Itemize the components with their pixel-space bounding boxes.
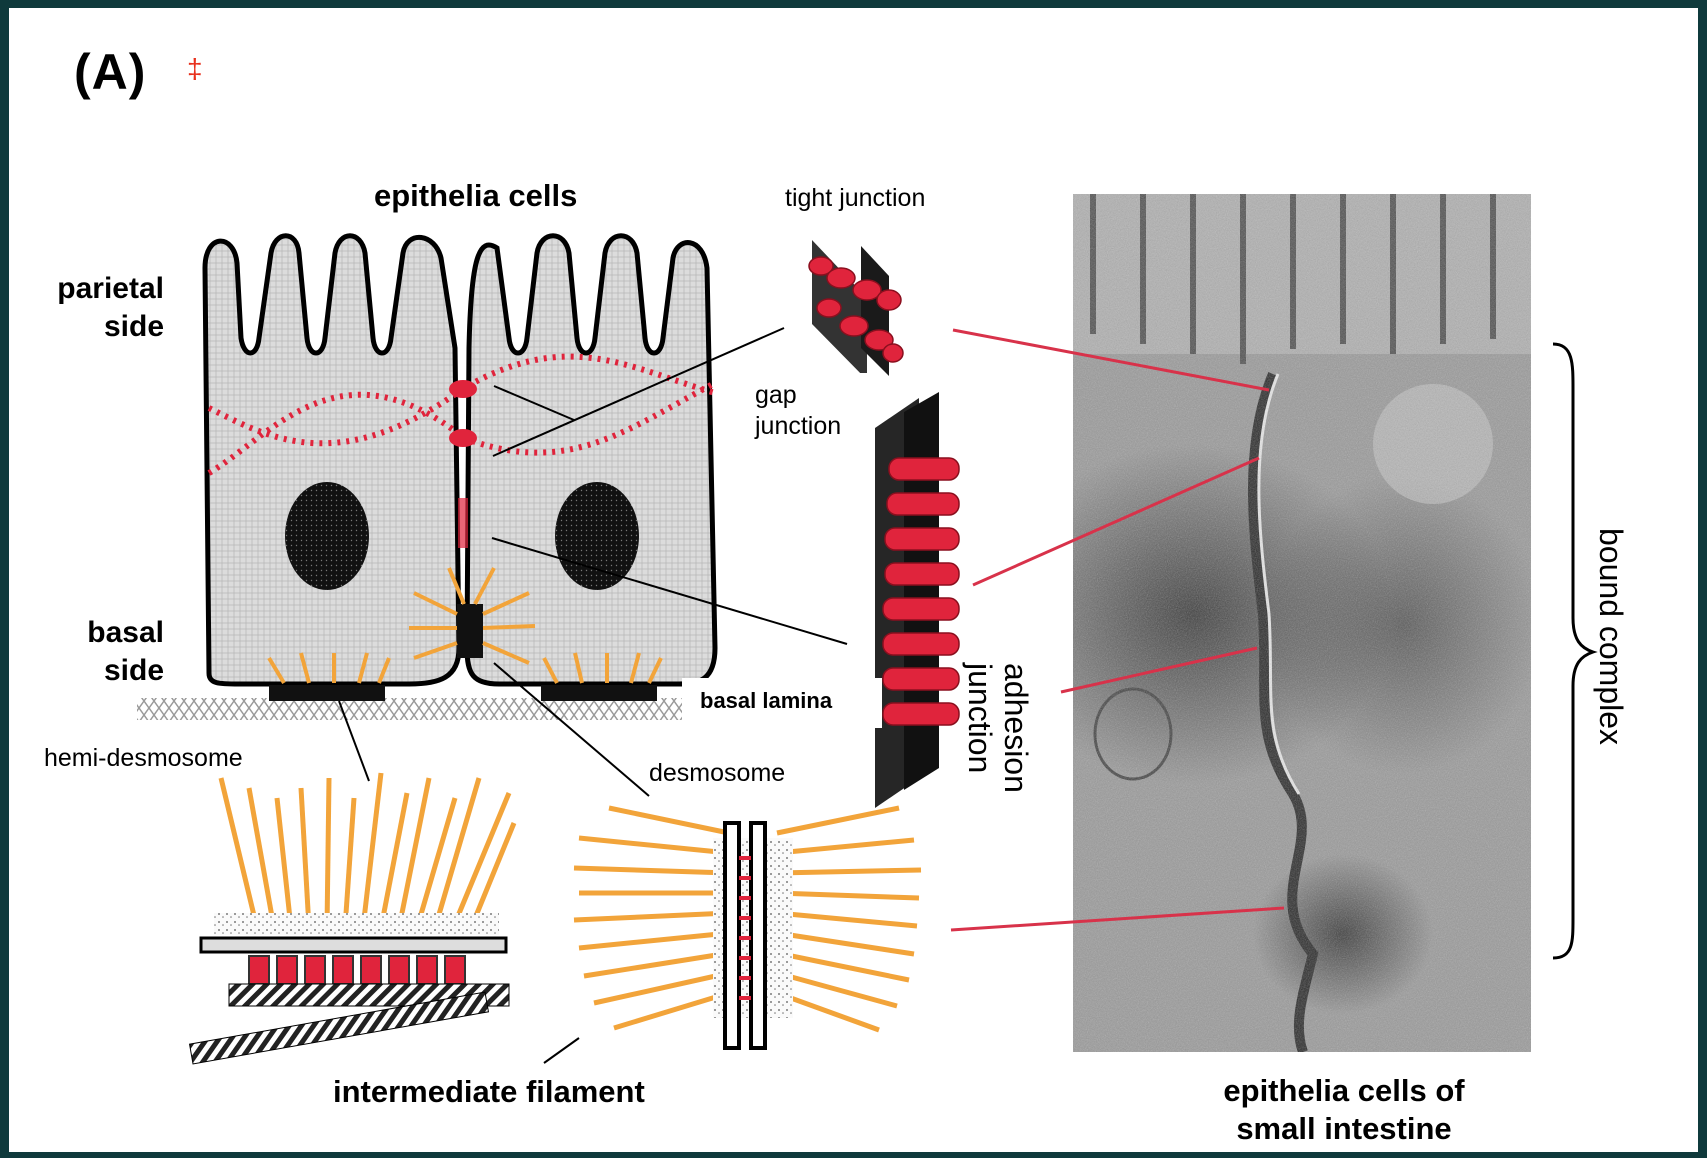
hemi-plate-left: [269, 685, 385, 701]
hemi-plate-right: [541, 685, 657, 701]
left-cell: [205, 236, 459, 684]
right-nucleus: [555, 482, 639, 590]
desmosome-plaque: [457, 604, 483, 658]
gap-junction-label: gap junction: [755, 380, 841, 442]
junction-diagram: [9, 8, 1698, 1152]
bound-complex-brace: [1553, 344, 1593, 958]
intermediate-filament-label: intermediate filament: [333, 1074, 645, 1110]
adhesion-junction-line2: junction: [962, 663, 998, 793]
hemi-desmosome-label: hemi-desmosome: [44, 744, 243, 773]
em-caption: epithelia cells of small intestine: [1149, 1072, 1539, 1148]
basal-lamina-band: [137, 698, 682, 720]
tight-junction-label: tight junction: [785, 184, 925, 213]
tight-junction-dot: [449, 380, 477, 398]
basal-side-line1: basal: [87, 614, 164, 652]
adhesion-junction-line1: adhesion: [998, 663, 1034, 793]
gap-junction-line1: gap: [755, 380, 841, 411]
parietal-side-line1: parietal: [57, 270, 164, 308]
hemi-desmosome-detail: [190, 773, 514, 1064]
tight-junction-model: [809, 240, 903, 380]
desmosome-label: desmosome: [649, 759, 785, 788]
gap-junction-model: [875, 392, 959, 808]
basal-side-line2: side: [87, 652, 164, 690]
parietal-side-line2: side: [57, 308, 164, 346]
diagram-title: epithelia cells: [374, 178, 577, 214]
adhesion-junction-label: adhesion junction: [962, 663, 1034, 793]
tight-junction-dot-2: [449, 429, 477, 447]
right-cell: [467, 236, 715, 684]
basal-side-label: basal side: [87, 614, 164, 690]
left-nucleus: [285, 482, 369, 590]
parietal-side-label: parietal side: [57, 270, 164, 346]
gap-junction-mark: [458, 498, 468, 548]
desmosome-detail: [574, 808, 921, 1048]
em-connectors: [951, 330, 1284, 930]
basal-lamina-label: basal lamina: [700, 688, 832, 714]
gap-junction-line2: junction: [755, 411, 841, 442]
em-caption-line1: epithelia cells of: [1149, 1072, 1539, 1110]
em-caption-line2: small intestine: [1149, 1110, 1539, 1148]
bound-complex-label: bound complex: [1593, 528, 1629, 745]
slide: (A) ‡: [9, 8, 1698, 1152]
